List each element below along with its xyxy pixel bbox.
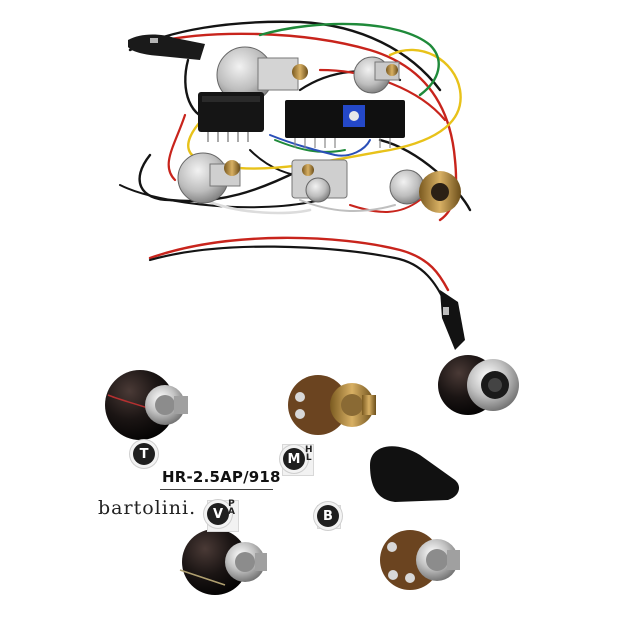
mid-pot	[288, 375, 376, 435]
mid-label: M	[283, 448, 305, 470]
preamp-module	[198, 92, 264, 142]
pot-left	[177, 152, 241, 204]
bass-pot	[380, 530, 460, 590]
treble-label: T	[133, 443, 155, 465]
volume-switch-label: P A	[228, 499, 235, 517]
wiring-harness	[119, 20, 472, 302]
volume-label: V	[207, 503, 229, 525]
battery-clip-top	[128, 34, 205, 60]
battery-clip-bottom	[440, 290, 465, 350]
output-jack-bottom	[438, 355, 519, 415]
volume-pot	[179, 529, 267, 595]
battery-cover	[370, 446, 460, 502]
brand-logo: bartolini.	[98, 497, 197, 519]
bass-label: B	[317, 505, 339, 527]
pot-top-right	[353, 56, 400, 94]
treble-pot	[105, 370, 188, 440]
model-name: HR-2.5AP/918	[162, 468, 281, 486]
output-jack-top	[389, 169, 461, 213]
circuit-board	[285, 100, 405, 148]
pot-center	[291, 159, 348, 203]
mid-switch-label: H L	[305, 445, 313, 463]
model-underline	[160, 489, 273, 490]
